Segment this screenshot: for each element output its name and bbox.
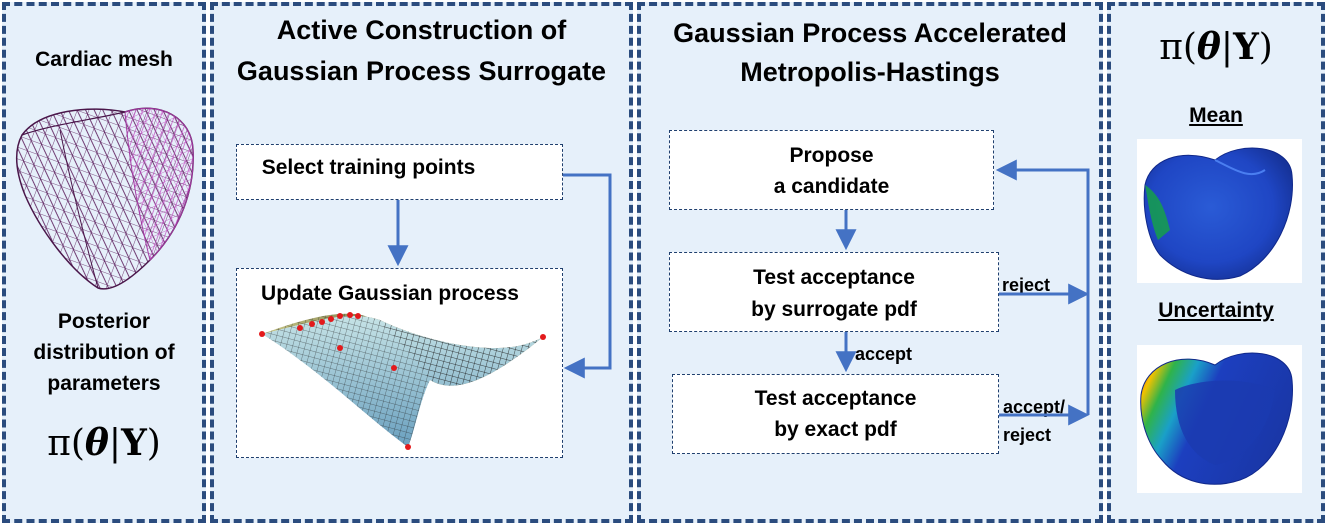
propose-candidate-line1: Propose xyxy=(789,144,874,167)
cardiac-mesh-title: Cardiac mesh xyxy=(35,48,173,71)
exact-acceptance-line1: Test acceptance xyxy=(754,387,917,410)
update-gp-label: Update Gaussian process xyxy=(261,282,519,305)
accept-reject-label-line1: accept/ xyxy=(1003,397,1066,417)
surrogate-acceptance-box xyxy=(669,252,999,332)
propose-candidate-box xyxy=(669,130,994,210)
posterior-formula: π(θ|Y) xyxy=(47,422,161,464)
mean-label: Mean xyxy=(1189,104,1243,127)
posterior-label-line3: parameters xyxy=(47,372,161,395)
result-formula: π(θ|Y) xyxy=(1159,26,1273,68)
accept-label: accept xyxy=(855,344,913,364)
select-training-points-box xyxy=(236,144,563,200)
exact-acceptance-box xyxy=(672,374,999,454)
surrogate-acceptance-line1: Test acceptance xyxy=(753,266,915,289)
select-training-points-label: Select training points xyxy=(261,156,476,179)
posterior-result-panel xyxy=(1107,2,1325,523)
exact-acceptance-line2: by exact pdf xyxy=(774,418,897,441)
uncertainty-label: Uncertainty xyxy=(1158,299,1274,322)
gp-surrogate-title-line2: Gaussian Process Surrogate xyxy=(236,56,607,86)
surrogate-acceptance-line2: by surrogate pdf xyxy=(751,298,917,321)
gp-mh-title-line2: Metropolis-Hastings xyxy=(740,57,1000,87)
gp-mh-title-line1: Gaussian Process Accelerated xyxy=(673,18,1067,48)
propose-candidate-line2: a candidate xyxy=(773,175,890,198)
accept-reject-label-line2: reject xyxy=(1003,425,1052,445)
reject-label: reject xyxy=(1002,275,1051,295)
gp-surrogate-title-line1: Active Construction of xyxy=(276,15,567,45)
posterior-label-line1: Posterior xyxy=(57,310,151,333)
posterior-label-line2: distribution of xyxy=(33,341,175,364)
